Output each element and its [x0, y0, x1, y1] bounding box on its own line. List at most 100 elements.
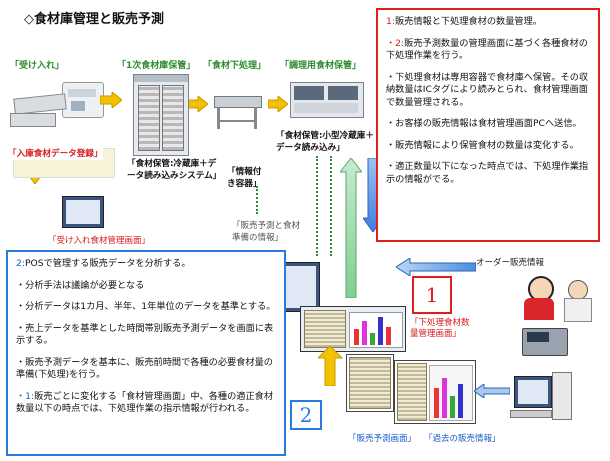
staff-head [568, 280, 588, 300]
chart-bar [450, 396, 455, 418]
staff-body [564, 298, 592, 322]
arrow-left-icon [396, 258, 476, 276]
chart-bar [442, 378, 447, 418]
red_box-item-text: ・下処理食材は専用容器で食材庫へ保管。その収納数量はICタグにより読みとられ、食… [386, 71, 589, 108]
customer-body [524, 298, 554, 320]
blue-info-list: 2:POSで管理する販売データを分析する。・分析手法は議論が必要となる・分析デー… [16, 258, 276, 416]
small-fridge-image [290, 82, 364, 118]
receiving-screen-label: 「受け入れ食材管理画面」 [48, 236, 151, 246]
screen-chart [349, 312, 403, 348]
red_box-item: ・お客様の販売情報は食材管理画面PCへ送信。 [386, 118, 590, 131]
small-fridge-label: 「食材保管:小型冷蔵庫＋データ読み込み」 [276, 131, 374, 153]
intake-entry-label: 「入庫食材データ登録」 [8, 148, 103, 160]
server-monitor [282, 262, 320, 312]
red_box-item-text: 販売情報と下処理食材の数量管理。 [394, 16, 542, 27]
blue_box-item-text: POSで管理する販売データを分析する。 [24, 258, 191, 269]
blue_box-item-prefix: 2: [16, 258, 25, 269]
screen-table [304, 310, 346, 348]
forecast-sheet-image [346, 354, 394, 412]
red_box-item: ・下処理食材は専用容器で食材庫へ保管。その収納数量はICタグにより読みとられ、食… [386, 72, 590, 110]
arrow-up-icon [340, 158, 362, 298]
table-leg [254, 107, 257, 129]
fridge-rack-right [162, 85, 184, 151]
chart-bar [354, 329, 359, 345]
prep-qty-screen-label: 「下処理食材数量管理画面」 [410, 318, 470, 339]
fridge-rack-left [138, 85, 160, 151]
fridge-door [294, 103, 358, 113]
stage-primary-storage: 「1次食材庫保管」 [117, 61, 196, 71]
arrow-right-icon [186, 96, 208, 112]
blue_box-item: 2:POSで管理する販売データを分析する。 [16, 258, 276, 271]
blue_box-item-text: ・売上データを基準とした時間帯別販売予測データを画面に表示する。 [16, 322, 274, 347]
sink-top [214, 96, 262, 108]
arrow-up-icon [318, 346, 344, 386]
red_box-item: ・販売情報により保管食材の数量は変化する。 [386, 140, 590, 153]
sheet-rows [349, 357, 391, 409]
chart-bar [386, 327, 391, 345]
staff-image [562, 280, 592, 322]
chart-bar [434, 388, 439, 418]
blue_box-item: ・分析手法は議論が必要となる [16, 280, 276, 293]
badge-2: 2 [290, 400, 322, 430]
past-sales-label: 「過去の販売情報」 [424, 434, 501, 444]
blue_box-item-text: ・販売予測データを基本に、販売前時間で各種の必要食材量の準備(下処理)を行う。 [16, 356, 273, 381]
pos-register-image [522, 328, 568, 356]
red_box-item-text: ・販売情報により保管食材の数量は変化する。 [386, 139, 579, 151]
forecast-screen-image [394, 360, 476, 424]
fridge-drawer [294, 86, 324, 100]
data-signal-line [316, 156, 328, 256]
customer-head [528, 276, 554, 302]
refrigerator-image [133, 74, 189, 156]
stage-receiving: 「受け入れ」 [10, 61, 65, 71]
red_box-item-prefix: ・2: [386, 37, 405, 49]
printer-panel [71, 101, 85, 111]
chart-bar [370, 333, 375, 345]
pos-display [527, 332, 549, 342]
chart-bar [362, 321, 367, 345]
stage-prep: 「食材下処理」 [203, 61, 267, 71]
blue_box-item: ・売上データを基準とした時間帯別販売予測データを画面に表示する。 [16, 323, 276, 348]
red_box-item: 1:販売情報と下処理食材の数量管理。 [386, 16, 590, 29]
order-info-label: オーダー販売情報 [476, 258, 545, 268]
fridge-system-label: 「食材保管:冷蔵庫＋データ読み込みシステム」 [127, 159, 222, 181]
blue_box-item-text: ・分析データは1カ月、半年、1年単位のデータを基準とする。 [16, 301, 276, 312]
arrow-right-icon [268, 96, 288, 112]
chart-bar [378, 317, 383, 345]
blue_box-item: ・1:販売ごとに変化する「食材管理画面」中、各種の適正食材数量以下の時点では、下… [16, 391, 276, 416]
screen-table [397, 363, 427, 421]
arrow-left-icon [474, 384, 510, 398]
red_box-item: ・2:販売予測数量の管理画面に基づく各種食材の下処理作業を行う。 [386, 38, 590, 63]
blue_box-item-text: 販売ごとに変化する「食材管理画面」中、各種の適正食材数量以下の時点では、下処理作… [16, 390, 274, 415]
red_box-item: ・適正数量以下になった時点では、下処理作業指示の情報がでる。 [386, 161, 590, 186]
screen-chart [429, 365, 473, 421]
red_box-item-text: ・適正数量以下になった時点では、下処理作業指示の情報がでる。 [386, 161, 589, 185]
red_box-item-text: ・お客様の販売情報は食材管理画面PCへ送信。 [386, 118, 582, 129]
printer-slot [68, 89, 96, 97]
table-leg [217, 107, 220, 129]
pc-tower [552, 372, 572, 420]
chart-bar [458, 384, 463, 418]
forecast-info-label: 「販売予測と食材準備の情報」 [232, 221, 301, 243]
blue_box-item: ・分析データは1カ月、半年、1年単位のデータを基準とする。 [16, 301, 276, 314]
prep-table-image [214, 92, 262, 130]
red_box-item-prefix: 1: [386, 16, 395, 27]
data-signal-line [256, 186, 268, 214]
info-container-label: 「情報付き容器」 [227, 167, 262, 189]
scale-image [10, 113, 56, 127]
page-title: ◇食材庫管理と販売予測 [24, 12, 164, 27]
blue_box-item-text: ・分析手法は議論が必要となる [16, 279, 145, 291]
forecast-screen-label: 「販売予測画面」 [348, 434, 417, 444]
customer-image [520, 276, 558, 320]
receiving-monitor [62, 196, 104, 228]
table-shelf [220, 120, 254, 122]
blue-info-box: 2:POSで管理する販売データを分析する。・分析手法は議論が必要となる・分析デー… [6, 250, 286, 456]
label-printer-image [62, 82, 104, 118]
fridge-top [134, 75, 188, 82]
fridge-drawer [328, 86, 358, 100]
red-info-box: 1:販売情報と下処理食材の数量管理。・2:販売予測数量の管理画面に基づく各種食材… [376, 8, 600, 242]
data-signal-line [330, 156, 342, 256]
blue_box-item-prefix: ・1: [16, 390, 35, 402]
prep-qty-screen-image [300, 306, 406, 352]
pc-monitor [514, 376, 552, 408]
keyboard-image [510, 410, 552, 418]
